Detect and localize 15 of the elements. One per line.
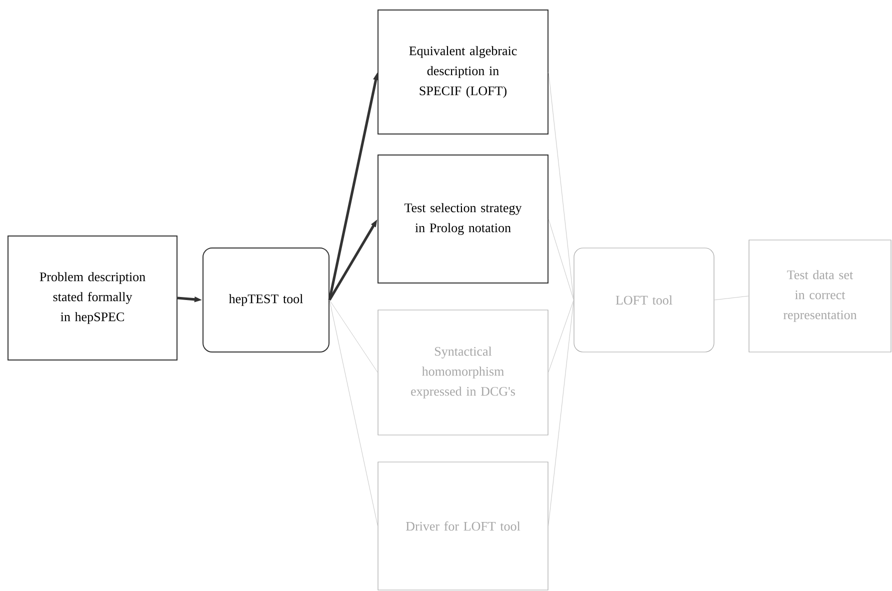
connector-line — [714, 296, 749, 300]
connector-line — [548, 72, 574, 300]
process-box: Driver for LOFT tool — [378, 462, 548, 590]
tool-box: LOFT tool — [574, 248, 714, 352]
process-box: Equivalent algebraic description in SPECIF (LOFT) — [378, 10, 548, 134]
connector-line — [329, 300, 378, 373]
connector-line — [548, 218, 574, 300]
output-box: Test data set in correct representation — [748, 240, 892, 352]
process-box: Syntactical homomorphism expressed in DCG's — [378, 310, 548, 436]
connector-line — [548, 300, 574, 526]
process-box: Test selection strategy in Prolog notation — [378, 154, 548, 284]
problem-box: Problem description stated formally in hepSPEC — [8, 236, 178, 360]
connector-line — [548, 300, 574, 373]
connector-line — [329, 300, 378, 526]
tool-box: hepTEST tool — [202, 248, 330, 352]
